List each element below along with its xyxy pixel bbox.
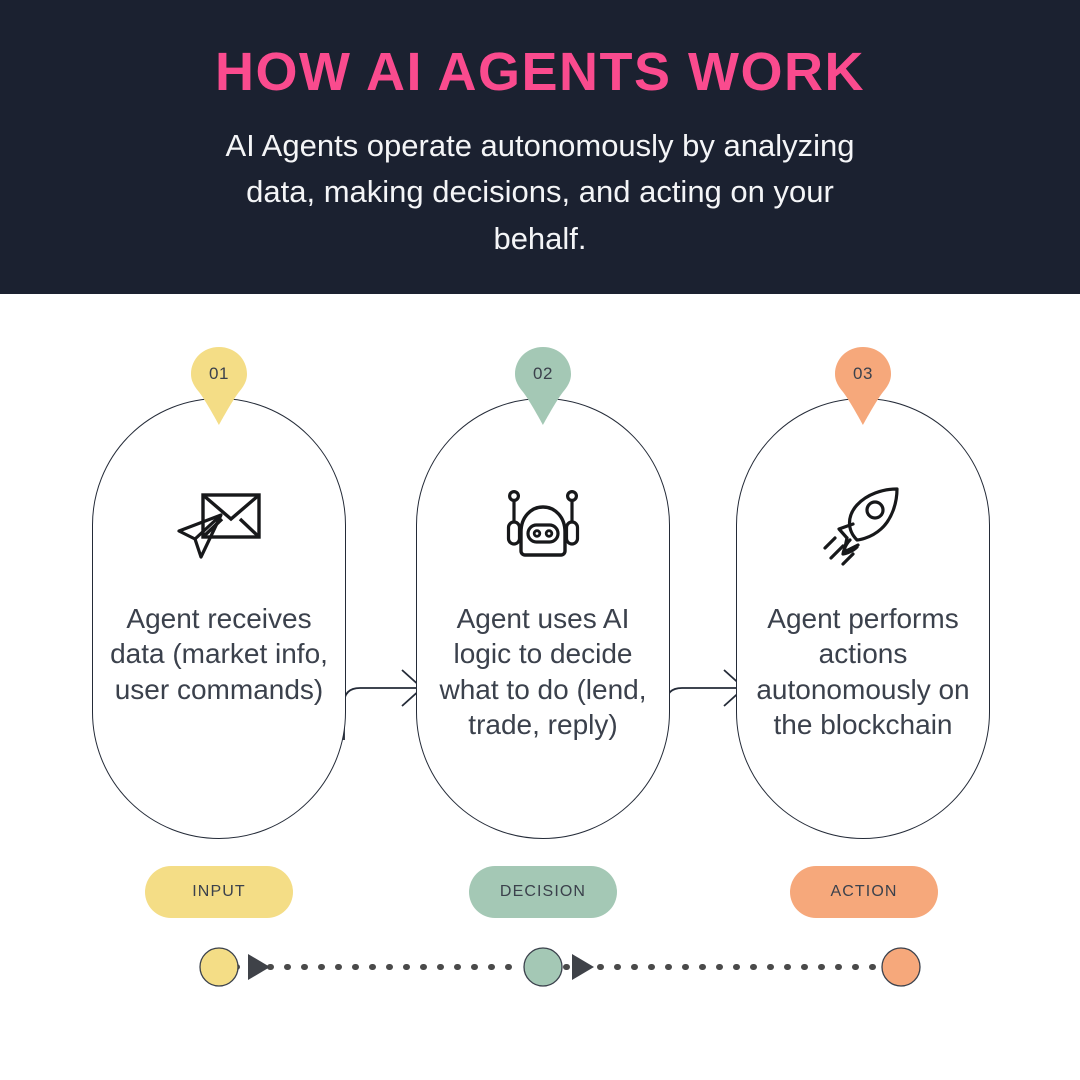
step-tag-input[interactable]: INPUT — [145, 866, 293, 918]
timeline-node-1 — [199, 947, 239, 987]
page-title: HOW AI AGENTS WORK — [215, 42, 865, 102]
step-card-2[interactable]: 02 Agent uses AI logic to decide what to… — [416, 347, 670, 839]
step-text-1: Agent receives data (market info, user c… — [110, 603, 328, 705]
step-card-3[interactable]: 03 Agent performs actions — [736, 347, 990, 839]
step-number-3: 03 — [853, 364, 873, 383]
step-tag-label-3: ACTION — [830, 883, 898, 900]
timeline-node-3 — [881, 947, 921, 987]
step-text-2: Agent uses AI logic to decide what to do… — [439, 603, 647, 740]
step-text-3: Agent performs actions autonomously on t… — [756, 603, 970, 740]
process-diagram: 01 Agent receives data (market info, use… — [0, 294, 1080, 1080]
progress-timeline — [190, 942, 930, 992]
timeline-arrow-1 — [248, 954, 270, 980]
page-subtitle: AI Agents operate autonomously by analyz… — [225, 127, 855, 256]
step-tag-action[interactable]: ACTION — [790, 866, 938, 918]
step-tag-label-1: INPUT — [192, 883, 246, 900]
robot-head-icon — [495, 485, 591, 565]
step-tag-label-2: DECISION — [499, 883, 587, 900]
timeline-arrow-2 — [572, 954, 594, 980]
step-badge-1: 01 — [189, 345, 249, 425]
timeline-node-2 — [523, 947, 563, 987]
step-badge-3: 03 — [833, 345, 893, 425]
step-badge-2: 02 — [513, 345, 573, 425]
envelope-paper-plane-icon — [171, 485, 267, 565]
step-number-2: 02 — [533, 364, 553, 383]
rocket-icon — [815, 485, 911, 566]
step-tag-decision[interactable]: DECISION — [469, 866, 617, 918]
step-number-1: 01 — [209, 364, 229, 383]
connector-arrow-step1-step2 — [340, 634, 428, 744]
step-card-1[interactable]: 01 Agent receives data (market info, use… — [92, 347, 346, 839]
header-banner: HOW AI AGENTS WORK AI Agents operate aut… — [0, 0, 1080, 294]
